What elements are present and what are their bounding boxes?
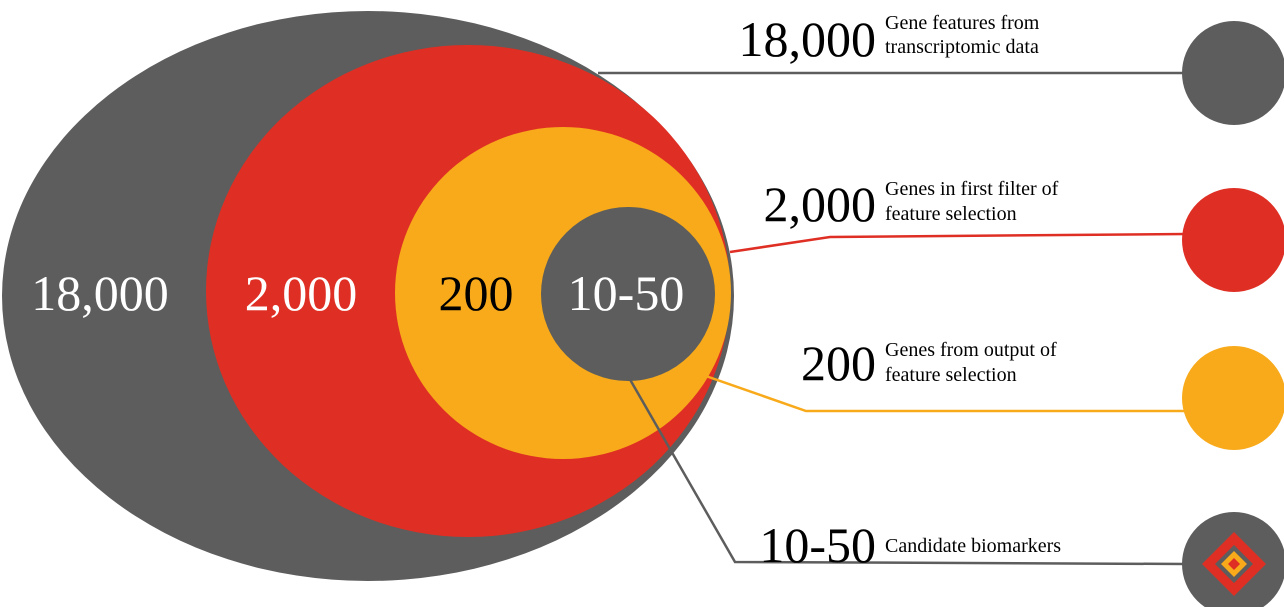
legend-entry-2000: 2,000 Genes in first filter of feature s… — [764, 176, 1059, 232]
legend-entry-10-50: 10-50 Candidate biomarkers — [759, 517, 1061, 573]
biomarker-diamond-icon — [1182, 512, 1284, 607]
legend-desc-10-50-line1: Candidate biomarkers — [885, 535, 1061, 557]
ring-label-10-50: 10-50 — [568, 265, 685, 321]
ring-inner-10-50 — [541, 207, 715, 381]
leader-line-10-50 — [626, 375, 1187, 566]
legend-entry-18000: 18,000 Gene features from transcriptomic… — [739, 11, 1040, 67]
legend-number-10-50: 10-50 — [759, 517, 876, 573]
leader-line-2000 — [729, 232, 1187, 254]
red-circle-icon — [1182, 188, 1284, 292]
ring-label-2000: 2,000 — [245, 265, 358, 321]
legend-desc-2000-line2: feature selection — [885, 203, 1017, 225]
leader-line-200 — [702, 373, 1186, 413]
legend-icons — [1182, 21, 1284, 607]
legend-desc-2000-line1: Genes in first filter of — [885, 178, 1059, 200]
ring-label-18000: 18,000 — [31, 265, 169, 321]
legend-desc-18000-line1: Gene features from — [885, 12, 1040, 34]
legend-desc-200-line2: feature selection — [885, 364, 1017, 386]
legend-number-200: 200 — [801, 335, 876, 391]
legend-number-18000: 18,000 — [739, 11, 877, 67]
orange-circle-icon — [1182, 346, 1284, 450]
leader-lines — [598, 71, 1187, 566]
legend-number-2000: 2,000 — [764, 176, 877, 232]
ring-label-200: 200 — [439, 265, 514, 321]
legend-desc-200-line1: Genes from output of — [885, 339, 1057, 361]
ring-labels: 18,000 2,000 200 10-50 — [31, 265, 684, 321]
legend-desc-18000-line2: transcriptomic data — [885, 36, 1039, 58]
legend-entry-200: 200 Genes from output of feature selecti… — [801, 335, 1057, 391]
nested-rings — [2, 11, 734, 581]
gray-circle-icon — [1182, 21, 1284, 125]
